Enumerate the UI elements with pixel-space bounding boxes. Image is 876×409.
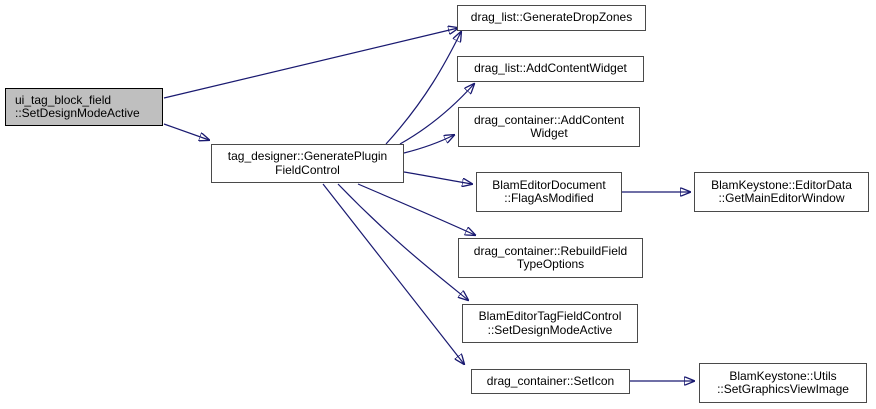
node-blam-editor-document-flag-as-modified[interactable]: BlamEditorDocument ::FlagAsModified	[476, 172, 622, 212]
edge-ui-tag-block-field-to-generate-drop-zones	[163, 28, 458, 99]
edge-generate-plugin-field-control-to-flag-as-modified	[403, 171, 472, 184]
edge-generate-plugin-field-control-to-generate-drop-zones	[385, 32, 461, 145]
node-blam-keystone-editor-data-get-main-editor-window[interactable]: BlamKeystone::EditorData ::GetMainEditor…	[694, 172, 869, 212]
node-drag-list-add-content-widget[interactable]: drag_list::AddContentWidget	[457, 56, 644, 82]
node-blam-editor-tag-field-control-set-design-mode-active[interactable]: BlamEditorTagFieldControl ::SetDesignMod…	[462, 304, 638, 343]
edge-generate-plugin-field-control-to-drag-list-add-content-widget	[399, 84, 474, 145]
node-drag-container-set-icon[interactable]: drag_container::SetIcon	[471, 369, 630, 394]
node-ui-tag-block-field-set-design-mode-active[interactable]: ui_tag_block_field ::SetDesignModeActive	[5, 88, 163, 126]
node-tag-designer-generate-plugin-field-control[interactable]: tag_designer::GeneratePlugin FieldContro…	[211, 144, 404, 183]
edge-generate-plugin-field-control-to-drag-container-add-content-widget	[403, 135, 454, 154]
node-drag-list-generate-drop-zones[interactable]: drag_list::GenerateDropZones	[457, 5, 646, 31]
edge-generate-plugin-field-control-to-set-icon	[322, 183, 464, 364]
node-drag-container-rebuild-field-type-options[interactable]: drag_container::RebuildField TypeOptions	[458, 238, 643, 278]
node-drag-container-add-content-widget[interactable]: drag_container::AddContent Widget	[458, 107, 640, 147]
edge-ui-tag-block-field-to-generate-plugin-field-control	[163, 123, 209, 140]
edge-generate-plugin-field-control-to-set-design-mode-active	[337, 183, 468, 300]
node-blam-keystone-utils-set-graphics-view-image[interactable]: BlamKeystone::Utils ::SetGraphicsViewIma…	[699, 363, 867, 403]
edge-generate-plugin-field-control-to-rebuild-field-type-options	[357, 183, 475, 235]
